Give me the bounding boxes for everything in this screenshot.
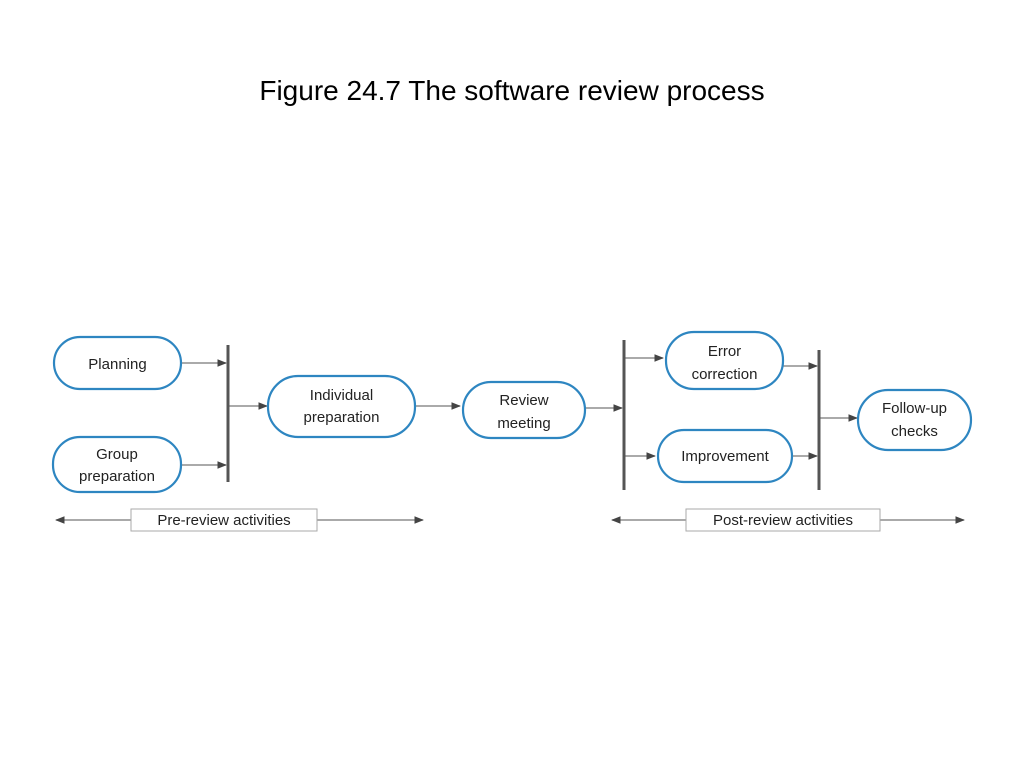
svg-text:Follow-up: Follow-up [882,400,947,417]
node-group-preparation: Group preparation [51,435,183,494]
sync-bars [226,340,821,490]
connectors [181,354,858,469]
node-follow-up-checks-shape [856,388,973,452]
post-review-label-box [685,508,881,532]
svg-text:meeting: meeting [497,415,550,432]
svg-text:Error: Error [708,343,741,360]
svg-text:Pre-review activities: Pre-review activities [157,512,290,529]
node-individual-preparation-line-2: preparation [304,409,380,426]
node-group-preparation-line-2: preparation [79,468,155,485]
node-review-meeting-line-2: meeting [497,415,550,432]
node-planning-shape [52,335,183,391]
svg-text:Group: Group [96,446,138,463]
phase-post-review: Post-review activities [611,508,965,532]
svg-text:Post-review activities: Post-review activities [713,512,853,529]
node-follow-up-checks-line-1: Follow-up [882,400,947,417]
phase-pre-review: Pre-review activities [55,508,424,532]
node-planning-label: Planning [88,356,146,373]
svg-text:Improvement: Improvement [681,448,769,465]
node-individual-preparation-line-1: Individual [310,387,373,404]
node-group-preparation-line-1: Group [96,446,138,463]
node-improvement: Improvement [656,428,794,484]
node-review-meeting-line-1: Review [499,392,548,409]
node-planning: Planning [52,335,183,391]
node-error-correction-line-1: Error [708,343,741,360]
node-review-meeting: Review meeting [461,380,587,440]
node-individual-preparation: Individual preparation [266,374,417,439]
svg-text:correction: correction [692,366,758,383]
node-error-correction-shape [664,330,785,391]
svg-text:Individual: Individual [310,387,373,404]
node-error-correction: Error correction [664,330,785,391]
post-review-label: Post-review activities [713,512,853,529]
svg-text:Review: Review [499,392,548,409]
node-review-meeting-shape [461,380,587,440]
node-group-preparation-shape [51,435,183,494]
node-follow-up-checks-line-2: checks [891,423,938,440]
svg-text:Planning: Planning [88,356,146,373]
slide-title: Figure 24.7 The software review process [259,75,765,106]
pre-review-label-box [130,508,318,532]
node-individual-preparation-shape [266,374,417,439]
node-improvement-label: Improvement [681,448,769,465]
svg-text:checks: checks [891,423,938,440]
node-error-correction-line-2: correction [692,366,758,383]
svg-text:preparation: preparation [304,409,380,426]
pre-review-label: Pre-review activities [157,512,290,529]
svg-text:preparation: preparation [79,468,155,485]
node-improvement-shape [656,428,794,484]
node-follow-up-checks: Follow-up checks [856,388,973,452]
